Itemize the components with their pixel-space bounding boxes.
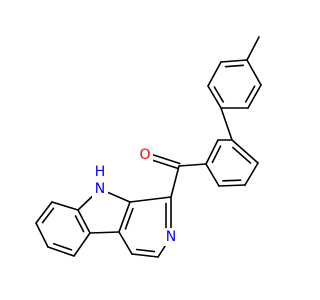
benzene-inner-bond (211, 145, 222, 164)
pyridine-inner-bond (135, 248, 156, 253)
pyridine-nitrogen-atom-label: N (166, 229, 176, 245)
pyridine-bond (118, 201, 131, 233)
pyridine-nitrogen-label-background (163, 228, 179, 246)
benzene-bond (218, 184, 246, 187)
tolyl-bond (246, 59, 262, 86)
indole-benzo-bond (51, 201, 79, 211)
pyridine-bond (131, 253, 159, 258)
benzene-bond (205, 139, 219, 165)
tolyl-inner-bond (224, 64, 245, 68)
benzene-bond (231, 139, 259, 164)
pyridine-bond (118, 231, 133, 255)
tolyl-bond (207, 61, 222, 87)
indole-hydrogen-atom-label: H (95, 164, 106, 180)
tolyl-inner-bond (244, 85, 256, 103)
indole-nitrogen-atom-label: N (95, 181, 105, 197)
indole-benzo-inner-bond (74, 215, 85, 233)
indole-nitrogen-label-background (92, 180, 108, 198)
indole-benzo-bond (47, 246, 75, 257)
tolyl-bond (247, 84, 262, 109)
benzene-bond (205, 163, 220, 187)
indole-benzo-inner-bond (41, 207, 55, 224)
tolyl-bond (220, 59, 248, 63)
biaryl-bond (220, 107, 233, 141)
indole-benzo-bond (77, 209, 91, 234)
tolyl-inner-bond (213, 86, 225, 103)
indole-benzo-bond (35, 222, 49, 248)
indole-benzo-bond (35, 201, 53, 224)
carbonyl-ring-bond (170, 165, 180, 198)
pyridine-bond (129, 196, 172, 203)
carbonyl-aryl-bond (178, 163, 207, 167)
benzene-bond (244, 162, 259, 186)
indole-hydrogen-label-background (92, 163, 108, 180)
benzene-inner-bond (232, 146, 252, 164)
indole-benzo-inner-bond (52, 242, 73, 251)
indole-benzo-bond (73, 232, 91, 257)
atom-label-layer: O N N H (92, 146, 179, 246)
methyl-bond (246, 36, 260, 61)
pyrrole-bond (89, 231, 120, 234)
tolyl-bond (207, 85, 222, 109)
oxygen-atom-label: O (139, 147, 150, 163)
benzene-inner-bond (222, 179, 242, 182)
pyridine-inner-bond (124, 207, 134, 230)
oxygen-label-background (137, 146, 153, 164)
molecule-structure: O N N H (35, 36, 262, 258)
